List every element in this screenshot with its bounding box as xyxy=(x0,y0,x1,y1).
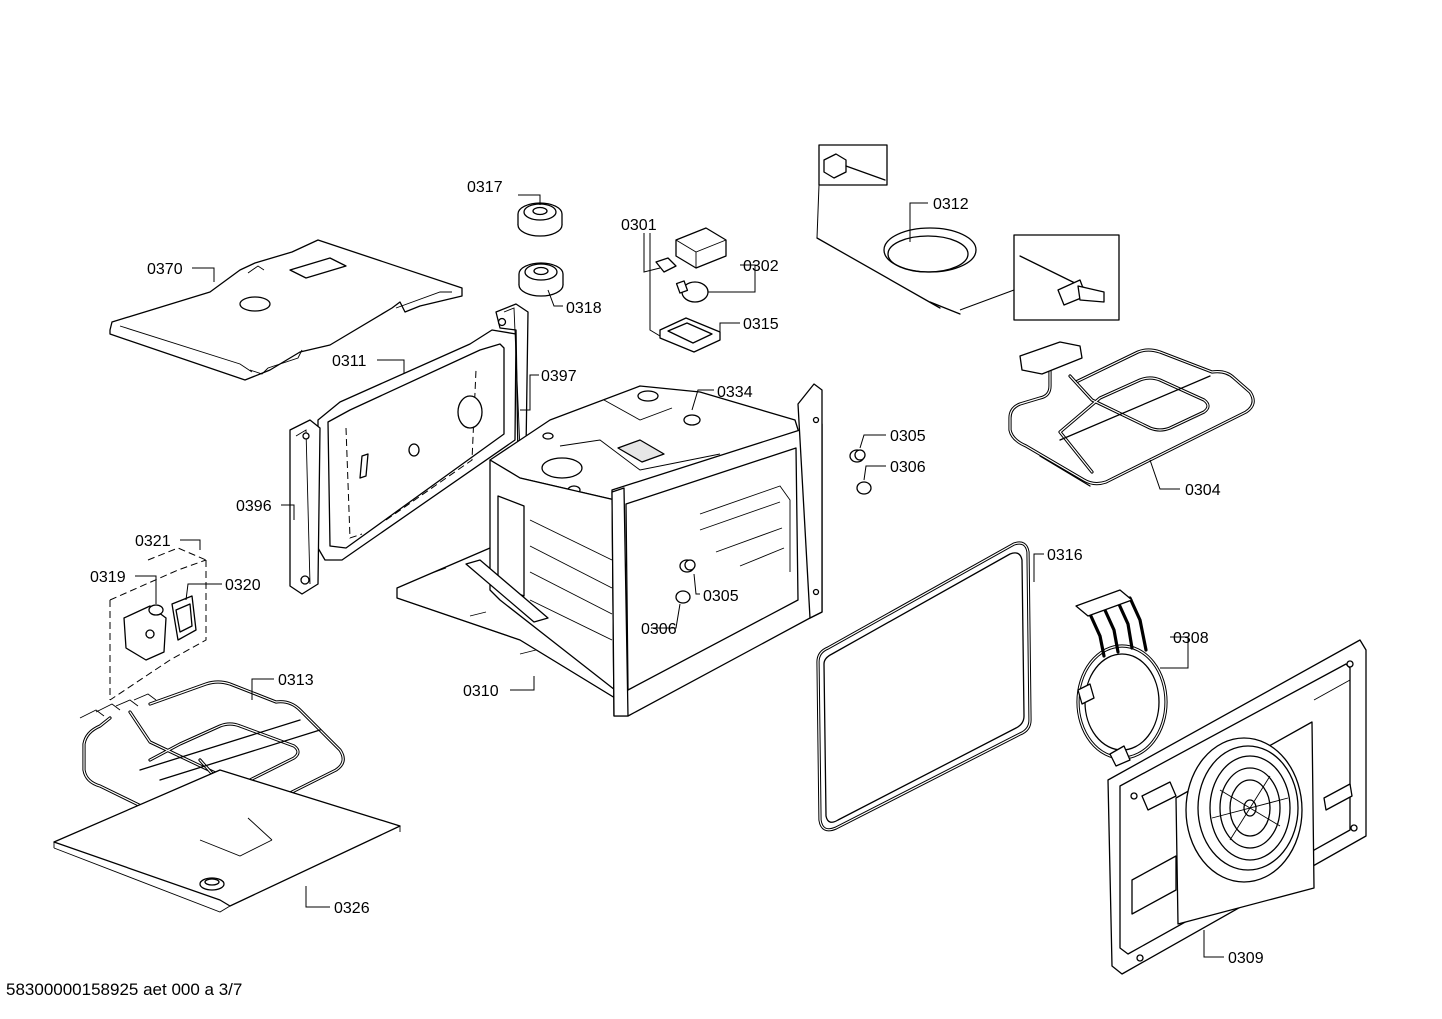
part-0320-lamp-cover[interactable] xyxy=(171,595,197,641)
part-0311-inner-door-panel[interactable] xyxy=(317,329,517,561)
part-0305-plug-bottom[interactable] xyxy=(679,559,696,573)
part-0312-temperature-sensor[interactable] xyxy=(816,144,1120,321)
label-0397[interactable]: 0397 xyxy=(541,368,577,385)
label-0311[interactable]: 0311 xyxy=(332,353,367,370)
part-0396-side-rail[interactable] xyxy=(289,419,321,595)
label-0306-top[interactable]: 0306 xyxy=(890,459,926,476)
part-0318-grommet[interactable] xyxy=(518,262,564,297)
part-0306-cap-top[interactable] xyxy=(856,481,872,495)
label-0305-bottom[interactable]: 0305 xyxy=(703,588,739,605)
document-reference-footer: 58300000158925 aet 000 a 3/7 xyxy=(6,980,243,999)
leader-lines xyxy=(135,194,1224,958)
part-0317-grommet[interactable] xyxy=(517,202,563,237)
part-0305-plug-top[interactable] xyxy=(849,449,866,463)
label-0319[interactable]: 0319 xyxy=(90,569,126,586)
label-0334[interactable]: 0334 xyxy=(717,384,753,401)
part-labels: 0317 0318 0370 0301 0302 0315 0312 0311 … xyxy=(90,179,1264,967)
label-0304[interactable]: 0304 xyxy=(1185,482,1221,499)
part-0309-rear-panel-fan[interactable] xyxy=(1107,639,1367,975)
part-0370-top-cover[interactable] xyxy=(109,239,463,381)
label-0370[interactable]: 0370 xyxy=(147,261,183,278)
label-0315[interactable]: 0315 xyxy=(743,316,779,333)
label-0326[interactable]: 0326 xyxy=(334,900,370,917)
part-0326-bottom-plate[interactable] xyxy=(53,769,401,913)
label-0316[interactable]: 0316 xyxy=(1047,547,1083,564)
part-0302-lamp-bulb[interactable] xyxy=(675,280,709,303)
part-0321-socket-assembly[interactable] xyxy=(109,547,207,701)
label-0321[interactable]: 0321 xyxy=(135,533,171,550)
part-0304-top-heating-element[interactable] xyxy=(1008,341,1255,487)
part-0316-oven-gasket[interactable] xyxy=(816,541,1032,832)
label-0313[interactable]: 0313 xyxy=(278,672,314,689)
part-0334-oven-cavity[interactable] xyxy=(465,383,823,717)
part-0319-lamp-socket[interactable] xyxy=(123,604,167,661)
label-0318[interactable]: 0318 xyxy=(566,300,602,317)
label-0396[interactable]: 0396 xyxy=(236,498,272,515)
label-0309[interactable]: 0309 xyxy=(1228,950,1264,967)
part-0301-lamp-housing[interactable] xyxy=(655,227,727,273)
label-0306-bottom[interactable]: 0306 xyxy=(641,621,677,638)
part-0315-lamp-seal[interactable] xyxy=(659,317,721,353)
label-0305-top[interactable]: 0305 xyxy=(890,428,926,445)
label-0308[interactable]: 0308 xyxy=(1173,630,1209,647)
part-0306-cap-bottom[interactable] xyxy=(675,590,691,604)
label-0310[interactable]: 0310 xyxy=(463,683,499,700)
label-0301[interactable]: 0301 xyxy=(621,217,657,234)
label-0312[interactable]: 0312 xyxy=(933,196,969,213)
label-0320[interactable]: 0320 xyxy=(225,577,261,594)
label-0317[interactable]: 0317 xyxy=(467,179,503,196)
label-0302[interactable]: 0302 xyxy=(743,258,779,275)
part-0308-ring-heating-element[interactable] xyxy=(1075,589,1168,767)
